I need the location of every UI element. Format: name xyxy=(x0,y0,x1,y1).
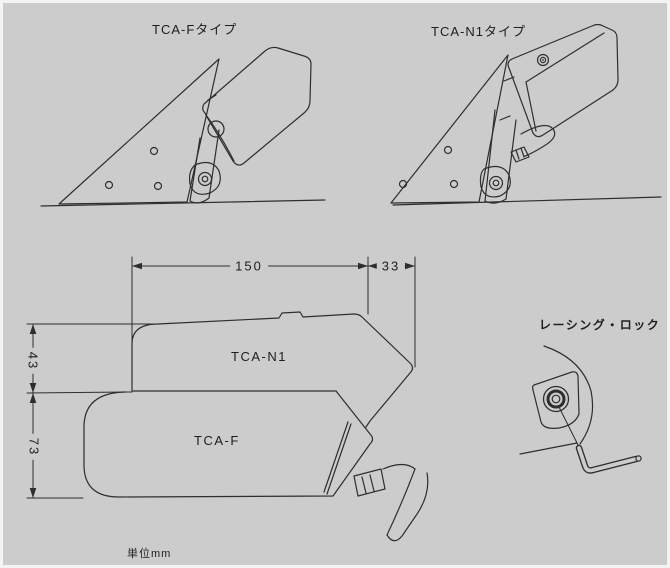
mirror-housing xyxy=(507,23,619,138)
dimension-tca-f-height: 73 xyxy=(26,433,42,461)
tca-n1-body-outline xyxy=(131,311,414,428)
housing-corner-curve xyxy=(543,345,594,445)
pivot-joint xyxy=(479,165,511,198)
dimension-lines xyxy=(26,256,416,499)
dimension-overall-width: 150 xyxy=(230,258,268,274)
top-view-label-tca-n1: TCA-N1 xyxy=(231,349,287,364)
mounting-holes xyxy=(398,145,459,189)
ground-line xyxy=(40,199,326,207)
dimension-tca-n1-height: 43 xyxy=(25,347,41,375)
lock-cable xyxy=(510,124,556,163)
mounting-holes xyxy=(104,146,163,191)
line-art-canvas xyxy=(26,23,662,542)
key-shaft-line xyxy=(558,406,581,450)
lock-nut-icon xyxy=(542,385,570,413)
mirror-stalk xyxy=(189,129,220,204)
hex-key-icon xyxy=(575,444,642,474)
tca-f-title: TCA-Fタイプ xyxy=(152,22,238,37)
dimension-arrows xyxy=(29,262,415,498)
mirror-stalk xyxy=(484,76,517,204)
mounting-bracket xyxy=(323,421,429,542)
racing-lock-detail-drawing xyxy=(519,345,642,474)
tca-f-side-view-drawing xyxy=(40,46,326,207)
ground-line xyxy=(392,196,662,206)
tca-n1-side-view-drawing xyxy=(390,23,662,206)
mirror-housing xyxy=(202,46,312,166)
base-triangle xyxy=(58,58,220,205)
housing-screw-icon xyxy=(536,53,550,67)
door-edge-line xyxy=(519,442,578,455)
tca-f-body-outline xyxy=(83,390,374,498)
racing-lock-title: レーシング・ロック xyxy=(539,318,661,332)
tca-n1-title: TCA-N1タイプ xyxy=(431,24,526,39)
top-view-label-tca-f: TCA-F xyxy=(194,433,240,448)
dimension-tip-width: 33 xyxy=(376,258,406,274)
pivot-joint xyxy=(188,120,225,195)
top-view-dimension-drawing xyxy=(26,256,429,542)
unit-note: 単位mm xyxy=(127,548,172,560)
lock-plate xyxy=(532,371,580,429)
